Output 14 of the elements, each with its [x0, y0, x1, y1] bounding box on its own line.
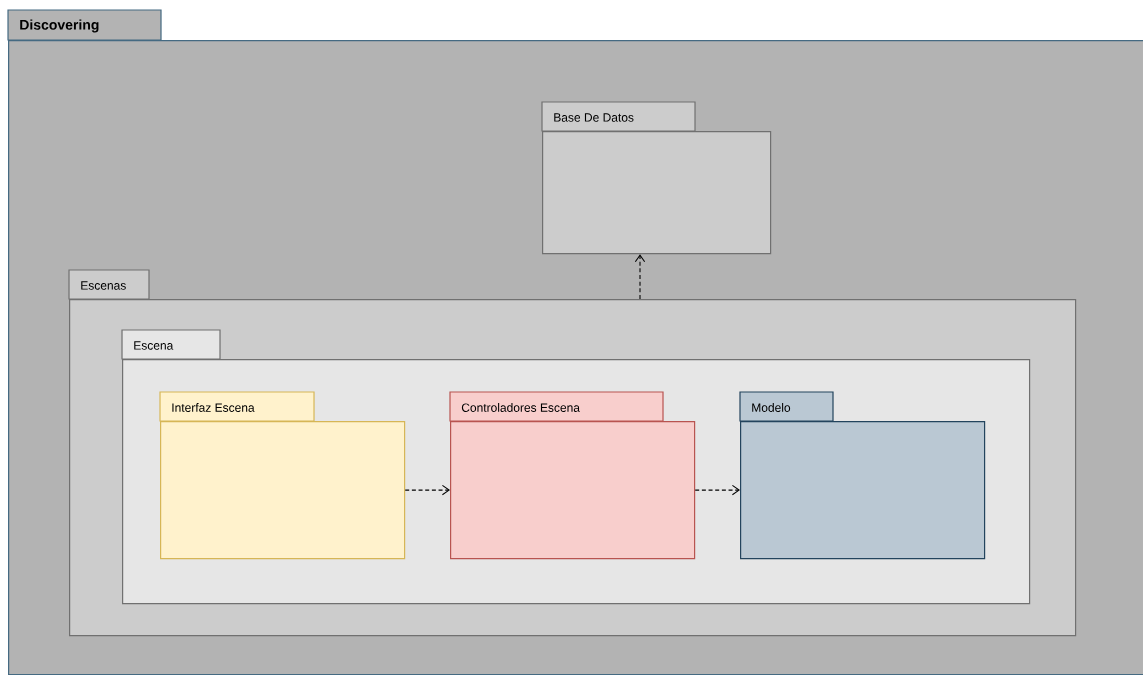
node-label: Discovering — [20, 19, 99, 33]
package: Controladores Escena — [449, 391, 696, 560]
node-label: Base De Datos — [554, 113, 634, 122]
node-label: Modelo — [752, 403, 791, 412]
node-label: Interfaz Escena — [172, 403, 255, 412]
dependency-arrow — [404, 484, 450, 496]
node-label: Controladores Escena — [461, 403, 580, 412]
dependency-arrow — [694, 484, 740, 496]
node-label: Escenas — [81, 281, 126, 290]
dependency-arrow — [634, 254, 646, 300]
package: Interfaz Escena — [159, 391, 406, 560]
node-label: Escena — [134, 341, 174, 350]
package: Modelo — [739, 391, 986, 560]
package: Base De Datos — [541, 101, 772, 255]
